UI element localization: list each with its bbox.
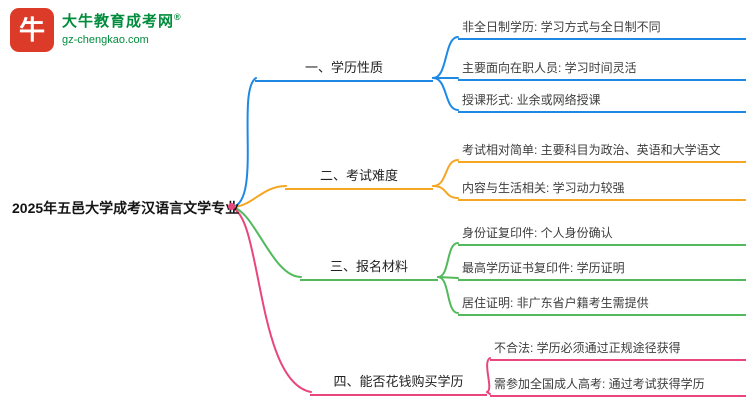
connector-branch3-leaf3 (437, 276, 459, 314)
connector-root-to-branch-4 (231, 207, 312, 393)
leaf-node: 主要面向在职人员: 学习时间灵活 (458, 54, 746, 81)
branch-node-degree-nature: 一、学历性质 (255, 52, 433, 82)
site-logo: 牛 大牛教育成考网® gz-chengkao.com (10, 8, 182, 52)
connector-branch1-leaf1 (432, 36, 459, 79)
leaf-node: 内容与生活相关: 学习动力较强 (458, 174, 746, 201)
connector-root-to-branch-3 (231, 206, 302, 278)
connector-branch3-leaf1 (437, 242, 459, 278)
logo-subtitle: gz-chengkao.com (62, 34, 149, 46)
root-topic-label: 2025年五邑大学成考汉语言文学专业 (12, 200, 240, 216)
leaf-node: 非全日制学历: 学习方式与全日制不同 (458, 13, 746, 40)
leaf-node: 授课形式: 业余或网络授课 (458, 86, 746, 113)
leaf-node: 最高学历证书复印件: 学历证明 (458, 254, 746, 281)
branch-node-exam-difficulty: 二、考试难度 (285, 160, 433, 190)
connector-branch2-leaf2 (432, 185, 459, 199)
connector-branch2-leaf1 (432, 159, 459, 187)
connector-root-to-branch-2 (231, 185, 287, 208)
leaf-node: 不合法: 学历必须通过正规途径获得 (490, 334, 746, 361)
registered-trademark-symbol: ® (174, 12, 182, 23)
bull-logo-icon: 牛 (10, 8, 54, 52)
logo-title-text: 大牛教育成考网 (62, 13, 175, 31)
connector-branch4-leaf1 (486, 357, 491, 393)
connector-root-to-branch-1 (231, 77, 257, 208)
connector-branch4-leaf2 (486, 391, 491, 395)
logo-text-block: 大牛教育成考网® gz-chengkao.com (62, 12, 182, 48)
branch-node-buy-degree: 四、能否花钱购买学历 (310, 366, 487, 396)
connector-branch1-leaf3 (432, 77, 459, 111)
leaf-node: 需参加全国成人高考: 通过考试获得学历 (490, 370, 746, 397)
logo-title: 大牛教育成考网® (62, 12, 182, 32)
branch-node-registration-materials: 三、报名材料 (300, 251, 438, 281)
leaf-node: 考试相对简单: 主要科目为政治、英语和大学语文 (458, 136, 746, 163)
leaf-node: 居住证明: 非广东省户籍考生需提供 (458, 289, 746, 316)
leaf-node: 身份证复印件: 个人身份确认 (458, 219, 746, 246)
root-connector-dot (228, 203, 235, 210)
